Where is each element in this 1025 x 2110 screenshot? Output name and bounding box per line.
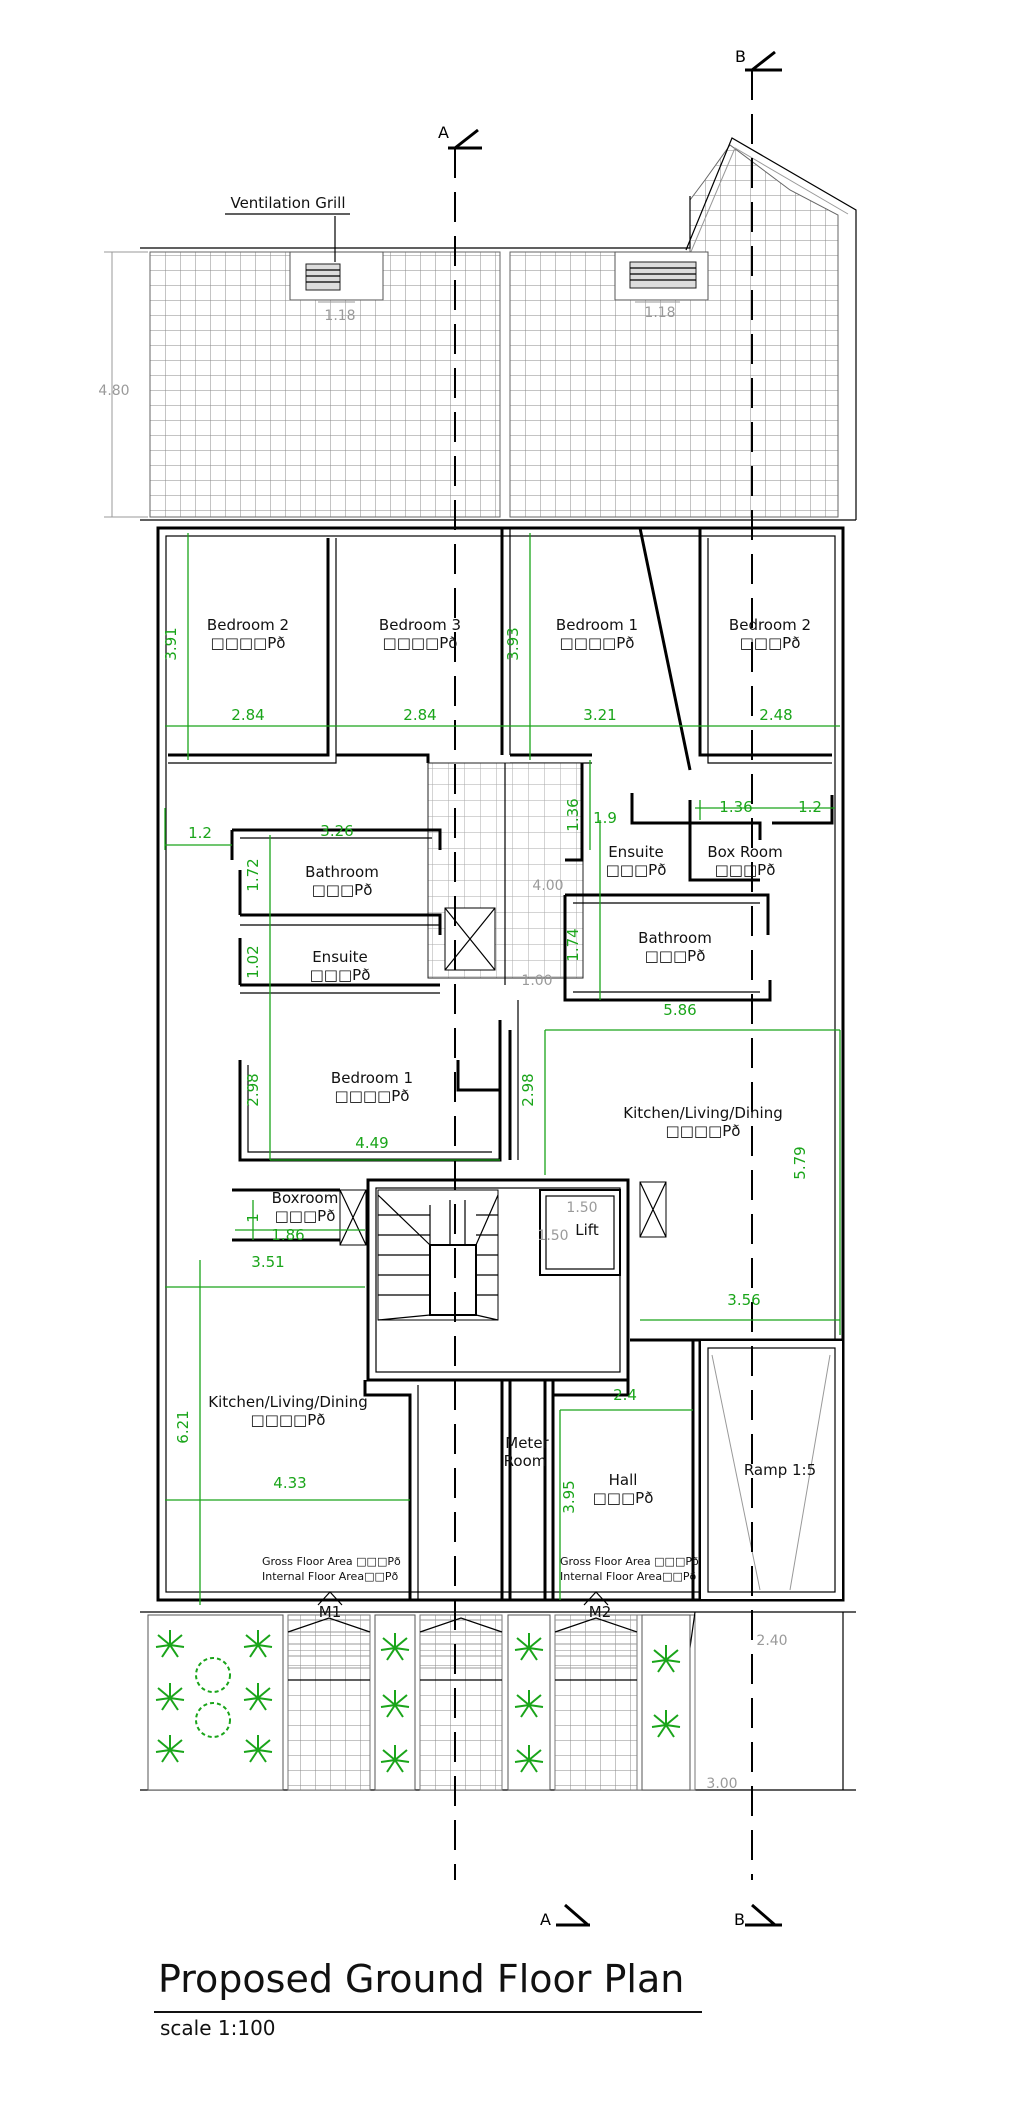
- room-box-room: Box Room: [707, 843, 782, 861]
- dim-3-00: 3.00: [706, 1776, 737, 1792]
- dim-1-74: 1.74: [564, 928, 582, 961]
- dimension-lines: [164, 533, 841, 1605]
- room-kitchen-left: Kitchen/Living/Dining: [208, 1393, 368, 1411]
- room-kitchen-right-value: □□□□Pð: [666, 1122, 741, 1140]
- dim-3-26: 3.26: [320, 822, 353, 840]
- room-ensuite-right-value: □□□Pð: [606, 861, 667, 879]
- dim-5-79: 5.79: [791, 1146, 809, 1179]
- gross-floor-area-right: Gross Floor Area □□□Pð: [560, 1555, 699, 1568]
- dim-1-86: 1.86: [271, 1226, 304, 1244]
- internal-floor-area-right: Internal Floor Area□□Pð: [560, 1570, 696, 1583]
- dim-3-21: 3.21: [583, 706, 616, 724]
- room-kitchen-right: Kitchen/Living/Dining: [623, 1104, 783, 1122]
- dim-1-72: 1.72: [244, 858, 262, 891]
- entrance-m2: M2: [589, 1603, 612, 1621]
- dimension-labels: 3.91 2.84 2.84 3.93 3.21 2.48 1.2 3.26 1…: [98, 305, 822, 1792]
- room-bedroom-2-right: Bedroom 2: [729, 616, 811, 634]
- room-bathroom-right: Bathroom: [638, 929, 712, 947]
- dim-3-95: 3.95: [560, 1480, 578, 1513]
- room-meter-line-2: Room: [504, 1452, 547, 1470]
- room-hall-value: □□□Pð: [593, 1489, 654, 1507]
- room-ensuite-right: Ensuite: [608, 843, 664, 861]
- dim-1-18-b: 1.18: [644, 305, 675, 321]
- dim-4-80: 4.80: [98, 383, 129, 399]
- entrance-m1: M1: [319, 1603, 342, 1621]
- room-bathroom-left-value: □□□Pð: [312, 881, 373, 899]
- section-a-top: A: [438, 123, 449, 142]
- room-boxroom-value: □□□Pð: [275, 1207, 336, 1225]
- room-ensuite-left-value: □□□Pð: [310, 966, 371, 984]
- dim-3-51: 3.51: [251, 1253, 284, 1271]
- section-a-bottom: A: [540, 1910, 551, 1929]
- room-labels: Ventilation Grill A B A B Bedroom 2 □□□□…: [207, 47, 816, 1929]
- dim-3-91: 3.91: [162, 627, 180, 660]
- room-bedroom-2-left-value: □□□□Pð: [211, 634, 286, 652]
- page-title: Proposed Ground Floor Plan: [158, 1957, 685, 2001]
- room-bathroom-right-value: □□□Pð: [645, 947, 706, 965]
- dim-3-93: 3.93: [504, 627, 522, 660]
- dim-1-50-b: 1.50: [537, 1228, 568, 1244]
- room-kitchen-left-value: □□□□Pð: [251, 1411, 326, 1429]
- dim-1-2-b: 1.2: [798, 798, 822, 816]
- room-bedroom-3: Bedroom 3: [379, 616, 461, 634]
- dim-5-86: 5.86: [663, 1001, 696, 1019]
- room-lift: Lift: [575, 1221, 599, 1239]
- dim-2-48: 2.48: [759, 706, 792, 724]
- gross-floor-area-left: Gross Floor Area □□□Pð: [262, 1555, 401, 1568]
- building-walls: [156, 526, 845, 1602]
- dim-1-50-a: 1.50: [566, 1200, 597, 1216]
- dim-1-9: 1.9: [593, 809, 617, 827]
- room-bedroom-1-right: Bedroom 1: [556, 616, 638, 634]
- room-bathroom-left: Bathroom: [305, 863, 379, 881]
- room-ramp: Ramp 1:5: [744, 1461, 816, 1479]
- room-bedroom-1-right-value: □□□□Pð: [560, 634, 635, 652]
- dim-2-84-a: 2.84: [231, 706, 264, 724]
- front-garden: [140, 1591, 856, 1791]
- dim-1-02: 1.02: [244, 945, 262, 978]
- ventilation-grill-label: Ventilation Grill: [230, 194, 345, 212]
- room-bedroom-1-left-value: □□□□Pð: [335, 1087, 410, 1105]
- dim-6-21: 6.21: [174, 1410, 192, 1443]
- dim-2-98-a: 2.98: [244, 1073, 262, 1106]
- section-lines: [448, 50, 782, 1927]
- room-bedroom-2-right-value: □□□Pð: [740, 634, 801, 652]
- dim-1-00: 1.00: [521, 973, 552, 989]
- dim-1-36-b: 1.36: [719, 798, 752, 816]
- title-underline: [154, 2011, 702, 2013]
- scale-label: scale 1:100: [160, 2016, 276, 2040]
- dim-2-4: 2.4: [613, 1386, 637, 1404]
- dim-4-00: 4.00: [532, 878, 563, 894]
- internal-floor-area-left: Internal Floor Area□□Pð: [262, 1570, 398, 1583]
- room-bedroom-3-value: □□□□Pð: [383, 634, 458, 652]
- room-hall: Hall: [609, 1471, 638, 1489]
- dim-2-84-b: 2.84: [403, 706, 436, 724]
- dim-1: 1: [244, 1213, 262, 1223]
- dim-1-18-a: 1.18: [324, 308, 355, 324]
- dim-1-2-a: 1.2: [188, 824, 212, 842]
- dim-4-33: 4.33: [273, 1474, 306, 1492]
- room-box-room-value: □□□Pð: [715, 861, 776, 879]
- dim-3-56: 3.56: [727, 1291, 760, 1309]
- room-ensuite-left: Ensuite: [312, 948, 368, 966]
- dim-4-49: 4.49: [355, 1134, 388, 1152]
- section-b-top: B: [735, 47, 746, 66]
- rear-yard: [104, 137, 857, 521]
- room-bedroom-2-left: Bedroom 2: [207, 616, 289, 634]
- dim-2-40: 2.40: [756, 1633, 787, 1649]
- room-bedroom-1-left: Bedroom 1: [331, 1069, 413, 1087]
- section-b-bottom: B: [734, 1910, 745, 1929]
- dim-1-36-a: 1.36: [564, 798, 582, 831]
- room-boxroom: Boxroom: [272, 1189, 339, 1207]
- room-meter-line-1: Meter: [505, 1434, 549, 1452]
- dim-2-98-b: 2.98: [519, 1073, 537, 1106]
